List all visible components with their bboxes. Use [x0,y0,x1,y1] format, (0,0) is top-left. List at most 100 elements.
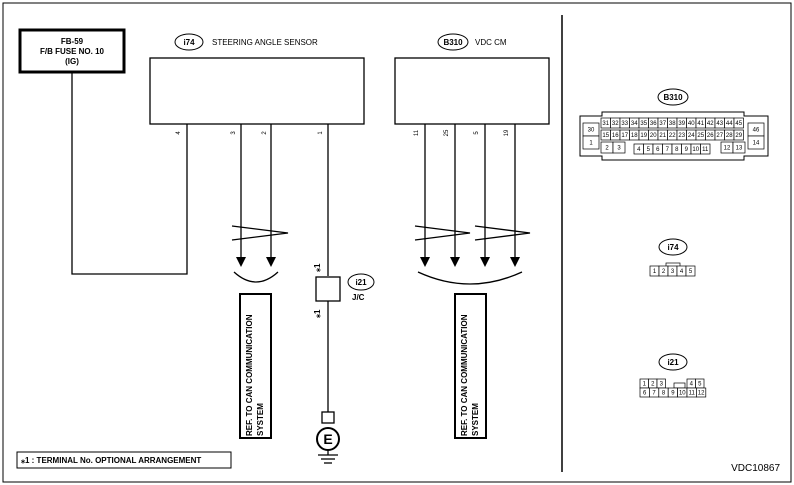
i21-pin-3-label: 3 [660,382,664,388]
b310-pin-45-cell [733,117,744,129]
fuse-line-2: F/B FUSE NO. 10 [40,47,105,56]
footnote-text: ⁎1 : TERMINAL No. OPTIONAL ARRANGEMENT [21,456,201,465]
i74-pin-3-label: 3 [671,269,675,275]
vdc-pin-5: 5 [474,131,480,135]
b310-pin-12-label: 12 [724,146,731,152]
footnote: ⁎1 : TERMINAL No. OPTIONAL ARRANGEMENT [16,451,232,469]
b310-pin-13-cell [732,141,746,154]
ground-symbol: E [316,411,340,464]
jc-mark-bottom: ⁎1 [313,309,322,318]
b310-pin-14-label: 14 [753,141,760,147]
vdc-pin-11: 11 [414,129,420,136]
sensor-pin-2: 2 [262,131,268,135]
b310-pin-20-label: 20 [650,133,657,139]
b310-pin-41-label: 41 [697,121,704,127]
vdc-pin-19: 19 [504,129,510,136]
b310-pin-28-label: 28 [726,133,733,139]
jc-mark-top: ⁎1 [313,263,322,272]
b310-pin-33-label: 33 [621,121,628,127]
b310-pin-21-label: 21 [659,133,666,139]
b310-pin-13-label: 13 [736,146,743,152]
b310-pin-35-label: 35 [640,121,647,127]
i21-view-code: i21 [667,358,679,367]
b310-pin-43-label: 43 [716,121,723,127]
b310-pin-31-label: 31 [602,121,609,127]
b310-pin-2-label: 2 [605,146,609,152]
b310-pin-32-label: 32 [612,121,619,127]
i21-pin-10-label: 10 [679,391,686,397]
ref-box-right: REF. TO CAN COMMUNICATION SYSTEM [454,293,487,439]
steering-angle-sensor: i74 STEERING ANGLE SENSOR 4 3 2 1 [149,33,365,135]
b310-pin-39-label: 39 [678,121,685,127]
b310-pin-23-label: 23 [678,133,685,139]
fuse-line-3: (IG) [65,57,79,66]
i21-pin-9-label: 9 [671,391,675,397]
sensor-title: STEERING ANGLE SENSOR [212,38,318,47]
b310-pin-11-label: 11 [702,147,709,153]
jc-code: i21 [355,278,367,287]
b310-pin-9-label: 9 [685,147,689,153]
b310-pin-10-label: 10 [692,147,699,153]
ref-right-line-1: REF. TO CAN COMMUNICATION [460,314,469,436]
b310-pin-3-label: 3 [617,146,621,152]
vdc-title: VDC CM [475,38,507,47]
b310-pin-15-label: 15 [602,133,609,139]
b310-pin-29-label: 29 [735,133,742,139]
i21-pin-8-label: 8 [662,391,666,397]
b310-pin-24-label: 24 [688,133,695,139]
ref-box-left: REF. TO CAN COMMUNICATION SYSTEM [239,293,272,439]
b310-pin-37-label: 37 [659,121,666,127]
b310-pin-19-label: 19 [640,133,647,139]
i74-pin-5-label: 5 [689,269,693,275]
ref-left-line-2: SYSTEM [256,403,265,436]
sensor-code: i74 [183,38,195,47]
joint-connector: ⁎1 ⁎1 i21 J/C [313,263,375,318]
fuse-block: FB-59 F/B FUSE NO. 10 (IG) [18,28,126,74]
i21-pin-7-label: 7 [652,391,656,397]
b310-pin-46-label: 46 [753,128,760,134]
b310-pin-25-label: 25 [697,133,704,139]
b310-pin-30-label: 30 [588,128,595,134]
b310-pin-22-label: 22 [669,133,676,139]
i21-pin-5-label: 5 [698,382,702,388]
b310-pin-45-label: 45 [735,121,742,127]
i74-pin-1-label: 1 [653,269,657,275]
i21-pin-12-cell [696,387,707,398]
jc-label: J/C [352,293,365,302]
sensor-pin-1: 1 [318,131,324,135]
b310-pin-40-label: 40 [688,121,695,127]
b310-pin-7-label: 7 [666,147,670,153]
b310-pin-1-cell [582,135,600,150]
figure-id: VDC10867 [731,463,780,474]
b310-pin-44-label: 44 [726,121,733,127]
b310-pin-42-label: 42 [707,121,714,127]
b310-pin-29-cell [733,129,744,141]
vdc-pin-25: 25 [444,129,450,136]
ref-right-line-2: SYSTEM [471,403,480,436]
vdc-control-module: B310 VDC CM 11 25 5 19 [394,33,550,136]
b310-view-code: B310 [663,93,683,102]
b310-pin-8-label: 8 [675,147,679,153]
fuse-line-1: FB-59 [61,37,84,46]
i21-pin-1-label: 1 [643,382,647,388]
b310-pin-18-label: 18 [631,133,638,139]
i21-pin-2-label: 2 [651,382,655,388]
i21-key [673,382,686,389]
b310-pin-5-label: 5 [647,147,651,153]
sensor-pin-3: 3 [231,131,237,135]
b310-pin-6-label: 6 [656,147,660,153]
b310-pin-17-label: 17 [621,133,628,139]
b310-pin-14-cell [747,135,765,150]
i74-pin-2-label: 2 [662,269,666,275]
b310-pin-16-label: 16 [612,133,619,139]
i21-pin-12-label: 12 [698,391,705,397]
b310-pin-26-label: 26 [707,133,714,139]
wires [71,72,531,412]
ground-letter: E [323,431,332,447]
b310-pin-38-label: 38 [669,121,676,127]
